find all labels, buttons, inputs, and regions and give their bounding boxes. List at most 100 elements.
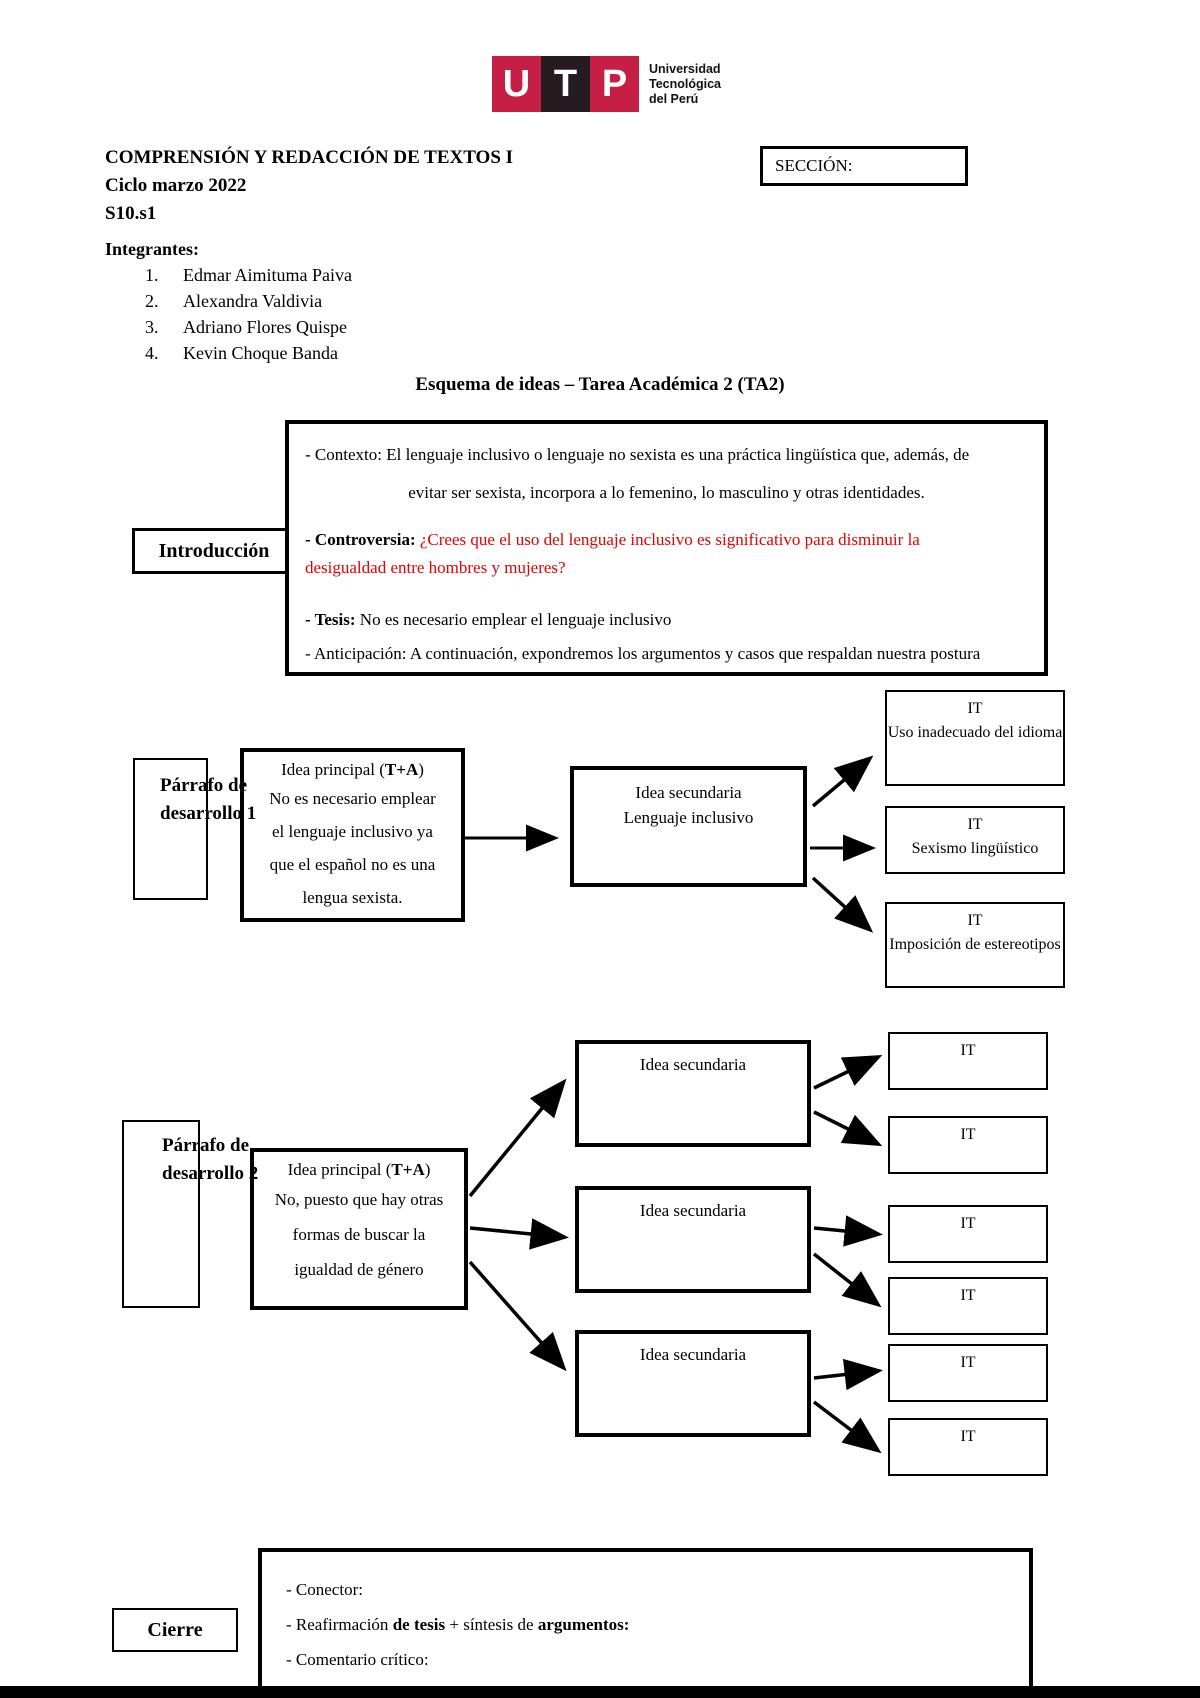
paragraph2-secondary-box-3: Idea secundaria <box>575 1330 811 1437</box>
anticipacion-label: - Anticipación: <box>305 644 407 663</box>
it-text: Sexismo lingüístico <box>911 840 1039 857</box>
main-idea-title: Idea principal (T+A) <box>244 760 461 780</box>
page-bottom-bar <box>0 1686 1200 1698</box>
main-idea-title-prefix: Idea principal ( <box>281 760 385 779</box>
arrow-secC-to-it6 <box>812 1400 882 1454</box>
main-idea-title-suffix: ) <box>418 760 424 779</box>
intro-label-box: Introducción <box>132 528 296 574</box>
arrow-secC-to-it5 <box>813 1358 883 1391</box>
members-title: Integrantes: <box>105 239 199 259</box>
reafirmacion-mid: + síntesis de <box>445 1615 538 1634</box>
it-box-uso-inadecuado: IT Uso inadecuado del idioma <box>885 690 1065 786</box>
paragraph2-label: Párrafo de desarrollo 2 <box>162 1132 332 1188</box>
arrow-secA-to-it1 <box>813 1054 883 1090</box>
it-box-sexismo: IT Sexismo lingüístico <box>885 806 1065 874</box>
it-title: IT <box>960 1042 976 1059</box>
paragraph2-side-rect <box>122 1120 200 1308</box>
main-idea-body-line: igualdad de género <box>294 1260 424 1279</box>
it-title: IT <box>960 1428 976 1445</box>
member-name: Adriano Flores Quispe <box>183 317 347 337</box>
member-number: 4. <box>145 343 159 363</box>
list-item: 1. Edmar Aimituma Paiva <box>105 262 352 288</box>
paragraph2-label-line1: Párrafo de <box>162 1135 250 1156</box>
main-idea-title-suffix: ) <box>424 1160 431 1179</box>
logo-org-line3: del Perú <box>649 92 699 106</box>
it-box-imposicion: IT Imposición de estereotipos <box>885 902 1065 988</box>
contexto-line2: evitar ser sexista, incorpora a lo femen… <box>408 483 925 502</box>
section-box: SECCIÓN: <box>760 146 968 186</box>
paragraph2-secondary-box-2: Idea secundaria <box>575 1186 811 1293</box>
it-title: IT <box>960 1215 976 1232</box>
member-name: Alexandra Valdivia <box>183 291 323 311</box>
main-idea-body-line: lengua sexista. <box>302 888 403 907</box>
logo-org-line2: Tecnológica <box>649 77 722 91</box>
members-list: Integrantes: 1. Edmar Aimituma Paiva 2. … <box>105 236 352 366</box>
main-idea-title-ta: T+A <box>391 1160 425 1179</box>
arrow-secB-to-it4 <box>812 1252 882 1308</box>
it-title: IT <box>967 700 983 717</box>
intro-label: Introducción <box>158 539 270 562</box>
main-idea-title-prefix: Idea principal ( <box>287 1160 392 1179</box>
main-idea-title-ta: T+A <box>384 760 419 779</box>
paragraph2-label-line2: desarrollo 2 <box>162 1163 259 1184</box>
reafirmacion-bold1: de tesis <box>392 1615 446 1634</box>
paragraph1-label: Párrafo de desarrollo 1 <box>160 772 330 828</box>
anticipacion-text: A continuación, expondremos los argument… <box>409 644 981 663</box>
paragraph1-secondary-box: Idea secundaria Lenguaje inclusivo <box>570 766 807 887</box>
controversia-label: - Controversia: <box>305 530 416 549</box>
utp-logo: U T P Universidad Tecnológica del Perú <box>492 56 721 112</box>
arrow-secB-to-it3 <box>813 1215 883 1247</box>
page-title: Esquema de ideas – Tarea Académica 2 (TA… <box>415 374 785 395</box>
it-title: IT <box>960 1287 976 1304</box>
main-idea-body-line: el lenguaje inclusivo ya <box>272 822 433 841</box>
arrow-main2-to-secA <box>468 1078 567 1198</box>
controversia-text1: ¿Crees que el uso del lenguaje inclusivo… <box>419 530 920 549</box>
main-idea-body-line: No es necesario emplear <box>269 789 436 808</box>
main-idea-body-line: que el español no es una <box>269 855 436 874</box>
it-box-small: IT <box>888 1418 1048 1476</box>
paragraph1-side-rect <box>133 758 208 900</box>
anticipacion-block: - Anticipación: A continuación, expondre… <box>305 640 1028 668</box>
tesis-text: No es necesario emplear el lenguaje incl… <box>359 610 672 629</box>
it-title: IT <box>967 912 983 929</box>
cierre-content-box: - Conector: - Reafirmación de tesis + sí… <box>258 1548 1033 1690</box>
it-text: Imposición de estereotipos <box>889 936 1061 953</box>
secondary-idea-label: Idea secundaria <box>639 1201 747 1220</box>
course-session: S10.s1 <box>105 203 157 224</box>
arrow-main2-to-secC <box>468 1260 567 1372</box>
it-title: IT <box>967 816 983 833</box>
conector-line: - Conector: <box>286 1580 363 1599</box>
member-number: 2. <box>145 291 159 311</box>
cierre-label-box: Cierre <box>112 1608 238 1652</box>
it-box-small: IT <box>888 1032 1048 1090</box>
contexto-label: - Contexto: <box>305 445 382 464</box>
reafirmacion-prefix: - Reafirmación <box>286 1615 393 1634</box>
list-item: 4. Kevin Choque Banda <box>105 340 352 366</box>
it-box-small: IT <box>888 1344 1048 1402</box>
it-title: IT <box>960 1126 976 1143</box>
course-cycle: Ciclo marzo 2022 <box>105 175 247 196</box>
it-box-small: IT <box>888 1205 1048 1263</box>
controversia-block: - Controversia: ¿Crees que el uso del le… <box>305 526 1028 582</box>
list-item: 3. Adriano Flores Quispe <box>105 314 352 340</box>
member-name: Kevin Choque Banda <box>183 343 338 363</box>
logo-letter-u-icon: U <box>492 56 541 112</box>
secondary-idea-label: Idea secundaria <box>639 1345 747 1364</box>
main-idea-title: Idea principal (T+A) <box>254 1160 464 1180</box>
secondary-idea-label: Idea secundaria <box>639 1055 747 1074</box>
tesis-label: - Tesis: <box>305 610 356 629</box>
main-idea-body-line: formas de buscar la <box>292 1225 426 1244</box>
paragraph1-label-line1: Párrafo de <box>160 775 248 796</box>
it-box-small: IT <box>888 1116 1048 1174</box>
member-name: Edmar Aimituma Paiva <box>183 265 352 285</box>
paragraph1-main-idea-box: Idea principal (T+A) No es necesario emp… <box>240 748 465 922</box>
logo-org-name: Universidad Tecnológica del Perú <box>649 56 721 107</box>
arrow-main2-to-secB <box>469 1218 569 1250</box>
main-idea-body-line: No, puesto que hay otras <box>274 1190 444 1209</box>
it-title: IT <box>960 1354 976 1371</box>
logo-org-line1: Universidad <box>649 62 721 76</box>
course-title: COMPRENSIÓN Y REDACCIÓN DE TEXTOS I <box>105 147 514 168</box>
contexto-line1: - Contexto: El lenguaje inclusivo o leng… <box>305 436 1028 474</box>
list-item: 2. Alexandra Valdivia <box>105 288 352 314</box>
